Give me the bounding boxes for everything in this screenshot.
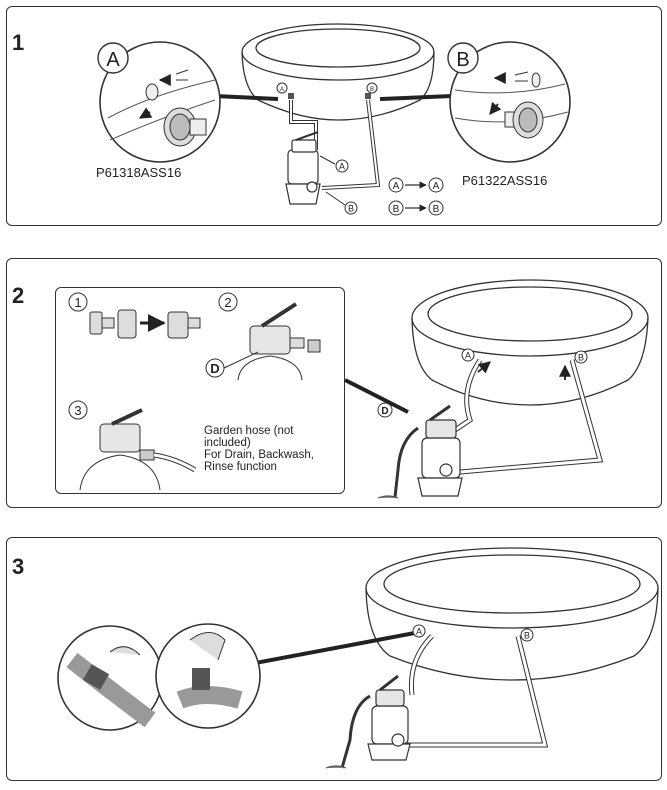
substep-3-number: 3 [74,403,81,418]
substep-1-number: 1 [74,295,81,310]
step2-valve-d-label: D [381,406,388,417]
step1-pool-label-b: B [370,87,374,93]
part-number-right: P61322ASS16 [462,173,547,188]
callout-a-letter: A [106,49,120,71]
callout-b-letter: B [456,49,469,71]
step1-pump-label-b: B [348,204,354,214]
step-1-number: 1 [12,30,25,55]
strainer-connector-a [163,107,207,147]
step3-pool-label-a: A [416,627,422,637]
note-line-3: For Drain, Backwash, [204,449,314,461]
step2-pool-label-b: B [578,353,584,363]
step3-pump-and-hoses [325,634,549,769]
callout-a-detail [99,41,221,163]
legend-row2-to: B [433,204,440,215]
callout-a-connector [214,94,279,101]
note-line-1: Garden hose (not [204,425,294,437]
callout-a-badge [97,42,129,74]
substep-1-parts [89,309,201,339]
legend-row2-from: B [393,204,400,215]
substep-3-badge [68,400,88,420]
substep-1-badge [68,292,88,312]
substep-3-valve-with-hose [79,408,197,491]
strainer-connector-b [504,101,544,139]
step-3-number: 3 [12,554,25,579]
step3-pool-label-b: B [524,631,530,641]
step1-pool [241,23,435,121]
note-line-4: Rinse function [204,461,277,473]
callout-b-detail [449,41,571,163]
step1-pump-label-b-badge [344,201,358,215]
garden-hose-note: Garden hose (not included) For Drain, Ba… [204,425,314,473]
substep-2-number: 2 [224,295,231,310]
substep-2-valve [237,302,321,381]
note-line-2: included) [204,437,251,449]
part-number-left: P61318ASS16 [96,165,181,180]
substep-2-badge [218,292,238,312]
step2-pool [411,279,649,406]
legend-row1-from: A [393,181,400,192]
step2-pool-label-a: A [465,351,471,361]
step2-pump-and-hoses [377,358,604,499]
callout-b-connector [379,94,453,101]
legend-row1-to: A [433,181,440,192]
step-2-number: 2 [12,283,25,308]
valve-d-label: D [210,361,219,376]
step3-pool [365,547,659,681]
callout-b-badge [447,42,479,74]
step1-pool-label-a: A [280,87,284,93]
hose-clamp-detail [57,623,261,731]
step1-pump-label-a: A [339,162,345,172]
connection-legend: A A B B [388,177,444,216]
step1-pool-fittings: A B [276,82,378,99]
step1-filter-pump [285,99,381,205]
step1-pump-label-a-badge [335,159,349,173]
